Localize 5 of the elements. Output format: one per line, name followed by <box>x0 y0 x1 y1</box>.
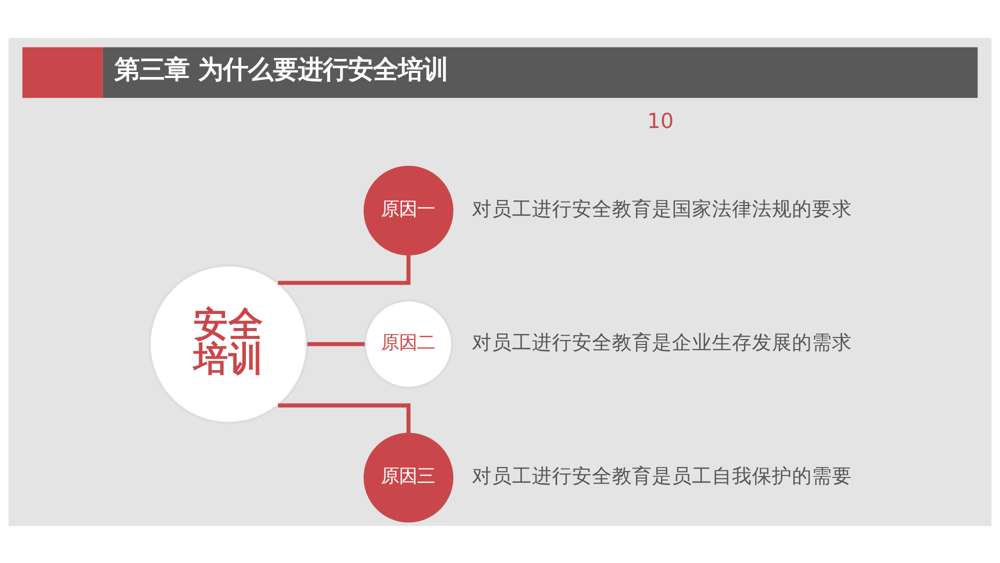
node-label: 对员工进行安全教育是国家法律法规的要求 <box>472 196 852 220</box>
label: 10 <box>647 108 674 133</box>
node-label: 对员工进行安全教育是员工自我保护的需要 <box>472 464 852 487</box>
node-label: 对员工进行安全教育是企业生存发展的需求 <box>472 330 852 354</box>
diagram-title: 第三章 为什么要进行安全培训 <box>114 53 448 84</box>
